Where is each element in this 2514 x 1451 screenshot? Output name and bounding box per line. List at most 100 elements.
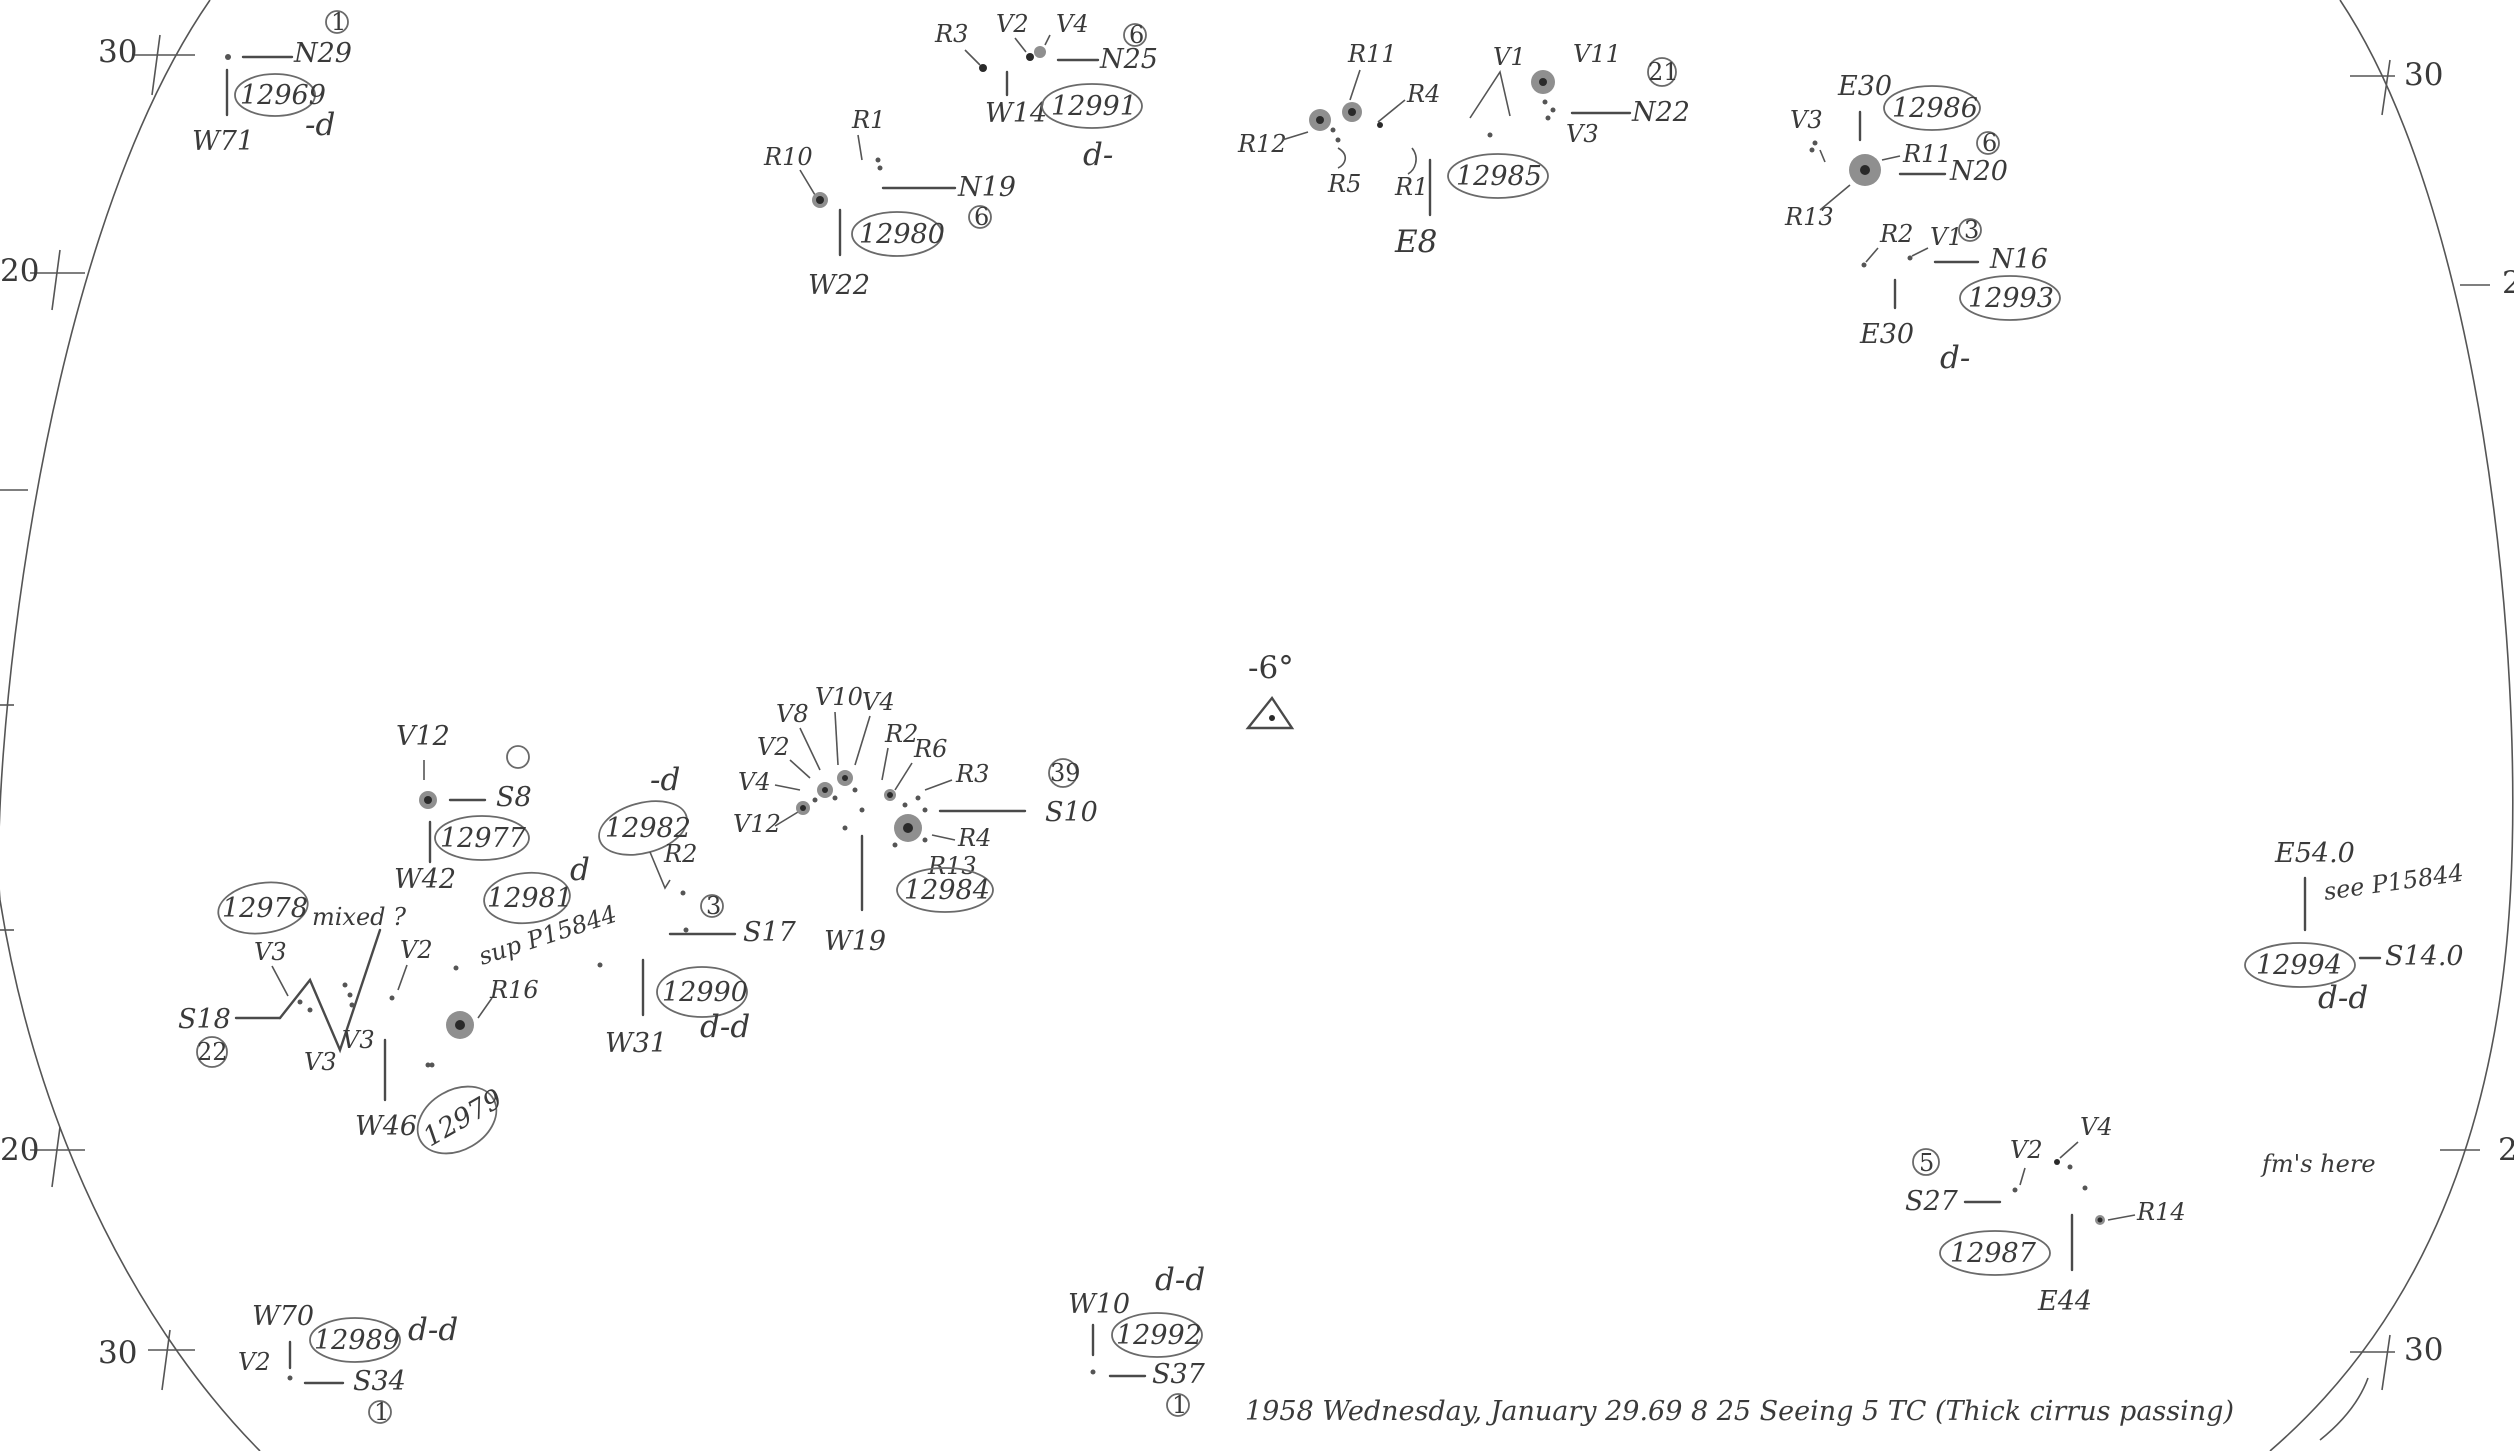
group-number: 12984: [904, 875, 990, 906]
spot-group-12978: 12978 mixed ? V3 S18 22 V3 V3: [178, 881, 406, 1076]
group-number: 12990: [662, 977, 748, 1008]
spot-group-12980: R1 R10 N19 6 12980 W22: [763, 106, 1016, 301]
group-label: R2: [663, 840, 697, 868]
group-label: N19: [957, 172, 1016, 203]
spot-group-12982: -d 12982 R2: [598, 762, 697, 896]
spot-group-12990: 3 S17 12990 W31 d-d: [605, 892, 797, 1059]
group-extra: fm's here: [2260, 1150, 2376, 1178]
group-number: 12977: [440, 823, 527, 854]
group-label: S10: [1045, 797, 1098, 828]
observation-footer: 1958 Wednesday, January 29.69 8 25 Seein…: [1245, 1396, 2234, 1427]
group-note: d-: [1083, 137, 1113, 173]
group-note: d-d: [408, 1312, 458, 1348]
group-label: V2: [2010, 1136, 2043, 1164]
group-label: V4: [862, 688, 895, 716]
scale-label: 20: [0, 1132, 39, 1168]
group-number: 12992: [1116, 1320, 1202, 1351]
group-label: W22: [808, 270, 870, 301]
group-label: V1: [1930, 223, 1963, 251]
group-label: W42: [394, 864, 456, 895]
group-label: V12: [733, 810, 781, 838]
disk-center-marker: -6°: [1245, 650, 1295, 730]
group-number: 12986: [1892, 93, 1978, 124]
scale-label: 30: [98, 1335, 137, 1371]
group-label: R11: [1902, 140, 1952, 168]
spot-group-12985: R11 R4 R12 R5 R1 V1 V11 V3 21 N22 12985 …: [1237, 40, 1690, 260]
group-label: V2: [757, 733, 790, 761]
latitude-scale-left: 30 20 20 30: [0, 34, 195, 1391]
group-label: V3: [1566, 120, 1599, 148]
spot-group-12969: N29 1 12969 W71 -d: [192, 8, 352, 157]
group-number: 12994: [2256, 950, 2342, 981]
group-note: d-d: [2318, 980, 2368, 1016]
group-label: S34: [353, 1366, 406, 1397]
group-label: W70: [252, 1301, 314, 1332]
group-label: V1: [1493, 43, 1526, 71]
spot-group-12994: E54.0 see P15844 12994 S14.0 d-d: [2244, 838, 2465, 1016]
group-label: S18: [178, 1004, 231, 1035]
group-label: W31: [605, 1028, 667, 1059]
group-label: R2: [1879, 220, 1913, 248]
scale-label: 30: [98, 34, 137, 70]
group-label: R5: [1327, 170, 1361, 198]
group-label: E30: [1837, 71, 1892, 102]
group-label: V3: [1790, 106, 1823, 134]
group-label: N20: [1949, 156, 2008, 187]
scale-label: 30: [2404, 57, 2443, 93]
group-label: V4: [1056, 10, 1089, 38]
group-label: R16: [489, 976, 539, 1004]
group-label: R13: [1784, 203, 1834, 231]
group-label: R4: [1406, 80, 1440, 108]
group-label: S37: [1152, 1359, 1206, 1390]
group-count: 22: [197, 1038, 228, 1066]
group-label: R10: [763, 143, 813, 171]
group-label: R1: [851, 106, 885, 134]
group-label: W46: [355, 1111, 417, 1142]
group-number: 12980: [859, 219, 945, 250]
spot-group-12992: W10 d-d 12992 S37 1: [1068, 1262, 1206, 1419]
group-label: N29: [293, 38, 352, 69]
group-number: 12978: [222, 893, 308, 924]
group-label: R6: [913, 735, 947, 763]
spot-group-12989: W70 12989 d-d V2 S34 1: [238, 1301, 458, 1426]
group-label: S27: [1905, 1186, 1959, 1217]
group-label: R4: [957, 824, 991, 852]
group-label: E8: [1394, 224, 1437, 260]
group-label: R12: [1237, 130, 1287, 158]
group-label: R11: [1347, 40, 1397, 68]
group-count: 6: [1129, 21, 1144, 49]
group-label: N16: [1989, 244, 2048, 275]
solar-disk-outline-left: [0, 0, 261, 1451]
spot-group-12979: W46 12979: [355, 1038, 508, 1155]
group-note: d-: [1940, 340, 1970, 376]
spot-group-12977: V12 S8 12977 W42: [394, 721, 532, 895]
group-count: 1: [331, 8, 346, 36]
group-label: R13: [927, 852, 977, 880]
group-note: d: [570, 852, 590, 888]
group-label: R3: [955, 760, 989, 788]
group-label: V3: [304, 1048, 337, 1076]
group-number: 12981: [487, 883, 573, 914]
spot-group-12984: V8 V10 V4 V2 R2 R6 V4 R3 V12: [733, 683, 1098, 957]
group-note: d-d: [700, 1009, 750, 1045]
group-number: 12985: [1456, 161, 1542, 192]
group-label: V2: [996, 10, 1029, 38]
group-label: V3: [342, 1026, 375, 1054]
group-label: V11: [1573, 40, 1621, 68]
group-count: 39: [1050, 759, 1081, 787]
group-label: V12: [396, 721, 450, 752]
group-label: V10: [815, 683, 863, 711]
group-label: R2: [884, 720, 918, 748]
group-label: V4: [2080, 1113, 2113, 1141]
group-note: d-d: [1155, 1262, 1205, 1298]
group-label: E44: [2037, 1286, 2092, 1317]
group-label: W71: [192, 126, 254, 157]
group-note: mixed ?: [312, 903, 406, 931]
group-label: N25: [1099, 44, 1158, 75]
solar-disk-outline-right: [2269, 0, 2514, 1451]
center-angle-label: -6°: [1248, 650, 1294, 686]
group-number: 12987: [1950, 1238, 2037, 1269]
latitude-scale-right: 30 2 2 30: [2350, 57, 2514, 1391]
group-label: N22: [1631, 97, 1690, 128]
group-note: -d: [305, 107, 335, 143]
